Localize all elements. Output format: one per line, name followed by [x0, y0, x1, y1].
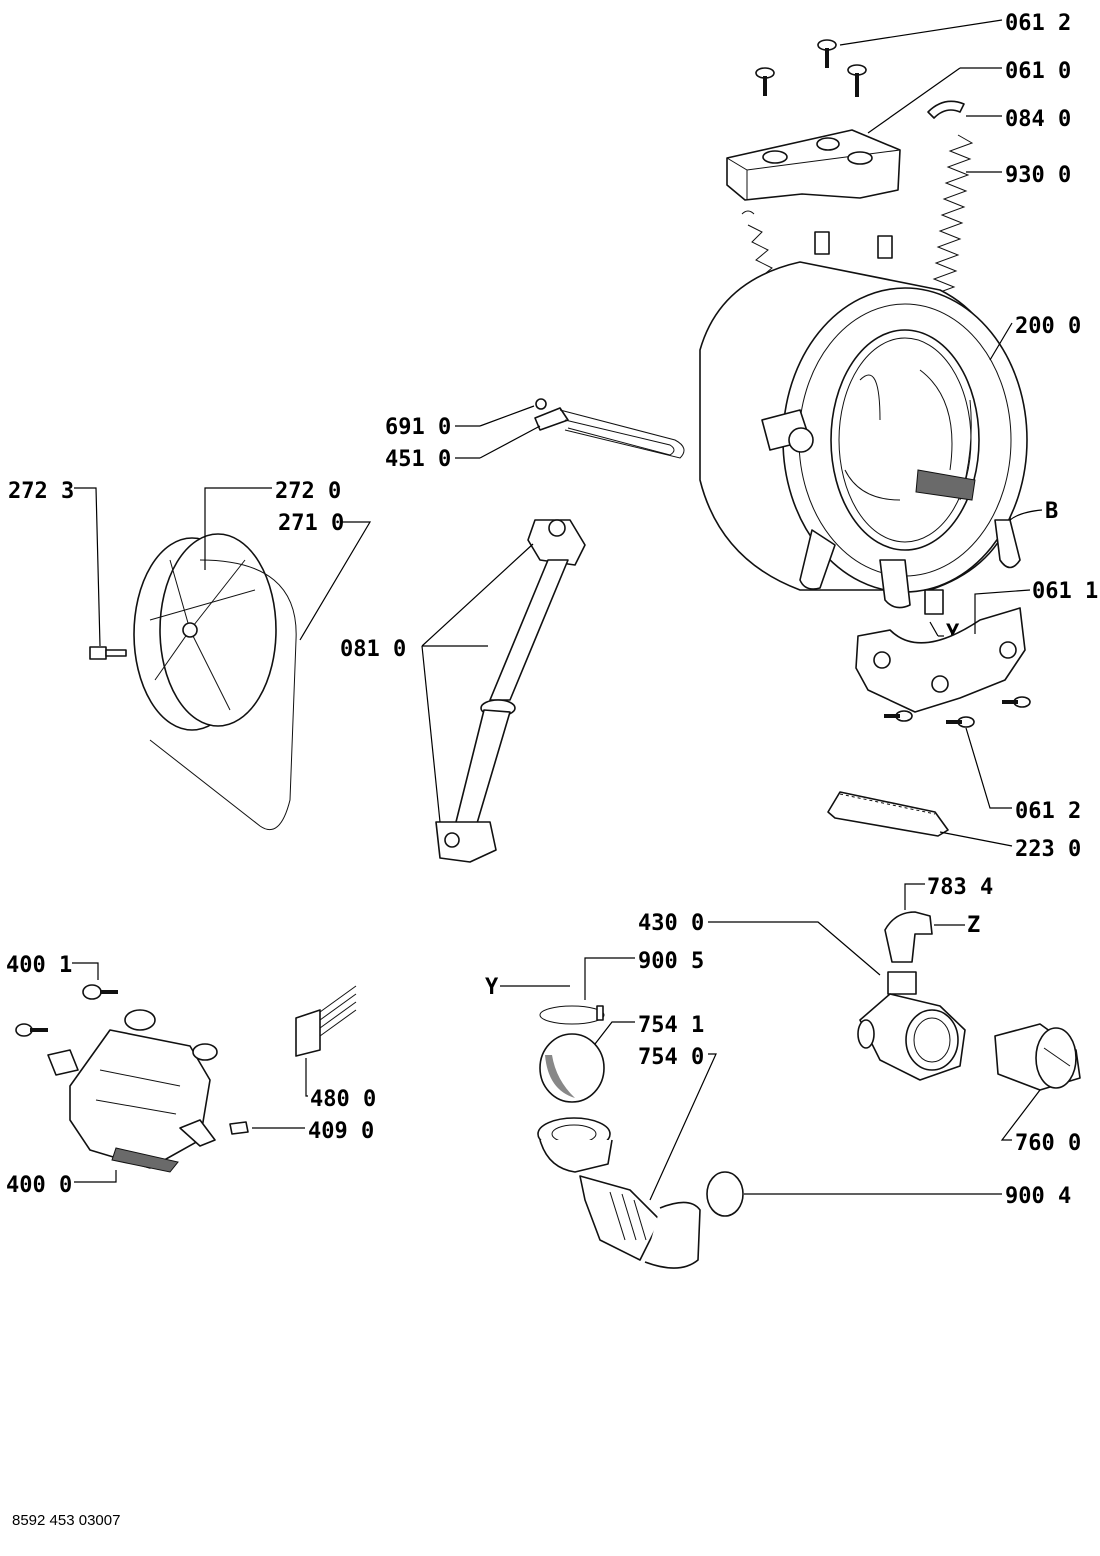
label-4800: 480 0 [310, 1087, 376, 1112]
label-Z: Z [967, 913, 980, 938]
label-7600: 760 0 [1015, 1131, 1081, 1156]
label-9004: 900 4 [1005, 1184, 1071, 1209]
counterweight-bracket [726, 129, 901, 201]
label-7834: 783 4 [927, 875, 993, 900]
screw-group-bottom [884, 696, 1031, 728]
label-6910: 691 0 [385, 415, 451, 440]
label-0840: 084 0 [1005, 107, 1071, 132]
label-9005: 900 5 [638, 949, 704, 974]
motor-brush [229, 1121, 249, 1135]
label-2000: 200 0 [1015, 314, 1081, 339]
ball-valve [539, 1033, 605, 1103]
heating-element [534, 398, 685, 459]
screw-group-top [755, 39, 867, 97]
motor-screw-side [15, 1023, 48, 1037]
label-4001: 400 1 [6, 953, 72, 978]
label-4510: 451 0 [385, 447, 451, 472]
hose-clamp [706, 1171, 744, 1217]
shock-absorber [435, 519, 586, 863]
sump-hose [537, 1117, 701, 1269]
label-0612-top: 061 2 [1005, 11, 1071, 36]
label-7540: 754 0 [638, 1045, 704, 1070]
pulley-screw [89, 646, 127, 660]
sump-clamp [539, 1005, 605, 1025]
label-B: B [1045, 499, 1058, 524]
motor-screw-top [82, 984, 118, 1000]
label-0611: 061 1 [1032, 579, 1098, 604]
label-4090: 409 0 [308, 1119, 374, 1144]
document-code: 8592 453 03007 [12, 1512, 121, 1529]
label-9300: 930 0 [1005, 163, 1071, 188]
drum-pulley [133, 533, 277, 731]
lower-counterweight [855, 607, 1026, 713]
label-0610: 061 0 [1005, 59, 1071, 84]
label-7541: 754 1 [638, 1013, 704, 1038]
suspension-spring-right [931, 134, 974, 296]
drive-belt [149, 559, 297, 831]
label-2710: 271 0 [278, 511, 344, 536]
drain-pump [857, 971, 966, 1081]
label-2723: 272 3 [8, 479, 74, 504]
spring-hook [927, 100, 965, 119]
label-4300: 430 0 [638, 911, 704, 936]
label-4000: 400 0 [6, 1173, 72, 1198]
label-0810: 081 0 [340, 637, 406, 662]
label-Y-mid: Y [485, 975, 499, 1000]
lifter-paddle [827, 791, 949, 837]
tub-assembly [699, 231, 1028, 615]
pump-filter [994, 1023, 1081, 1091]
label-2230: 223 0 [1015, 837, 1081, 862]
motor [47, 1009, 218, 1173]
label-2720: 272 0 [275, 479, 341, 504]
drain-hose-elbow [884, 911, 933, 963]
label-0612-bot: 061 2 [1015, 799, 1081, 824]
wiring-connector [295, 985, 357, 1057]
